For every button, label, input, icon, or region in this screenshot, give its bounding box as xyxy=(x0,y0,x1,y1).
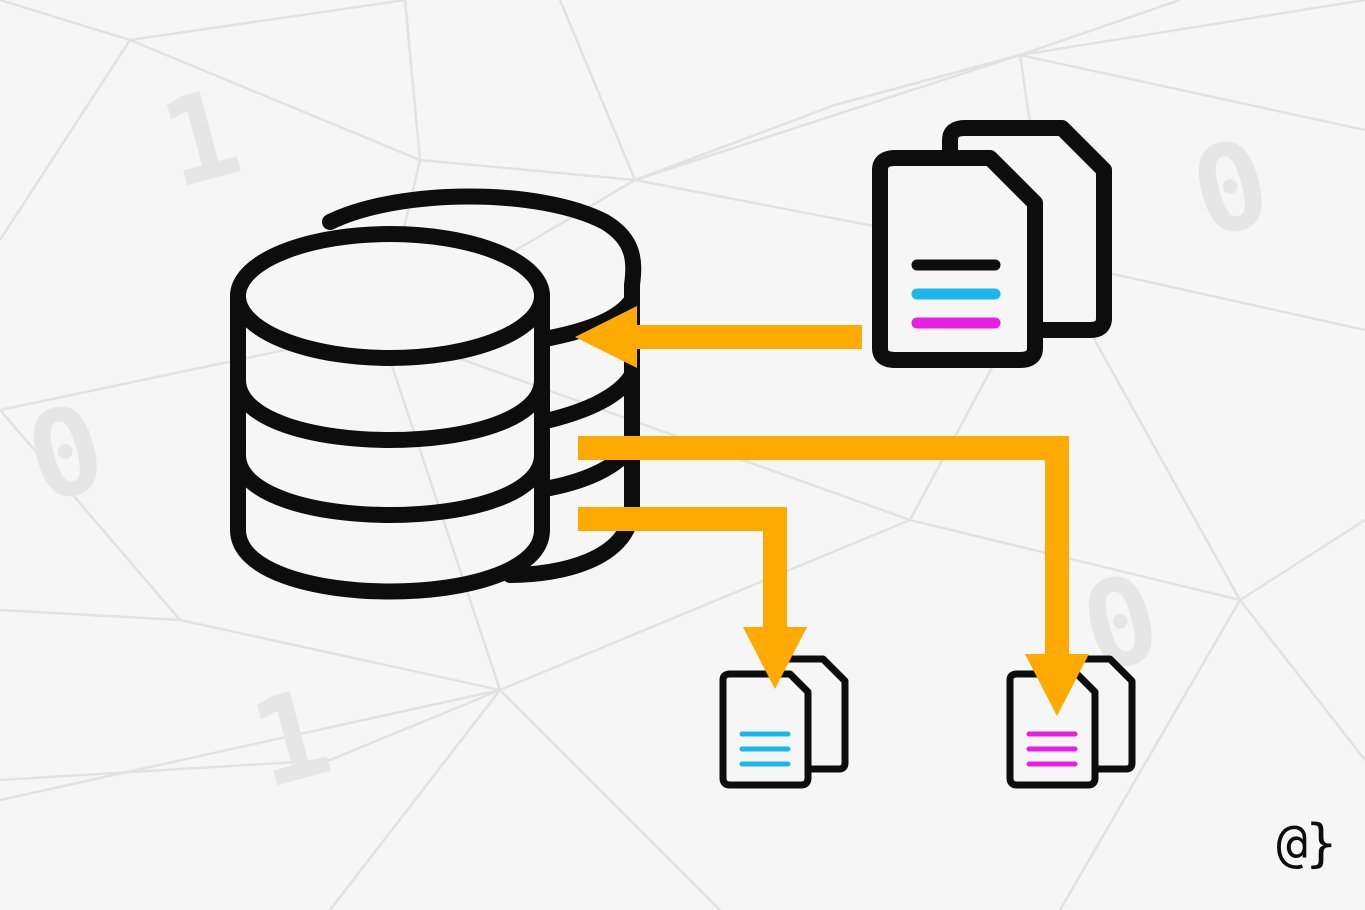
database-front-stack xyxy=(230,226,550,600)
arrow-to-cyan-documents xyxy=(578,507,807,689)
arrow-to-magenta-documents xyxy=(578,436,1089,716)
database-icon xyxy=(230,188,642,600)
arrow-into-database xyxy=(575,306,862,368)
brand-logo: @} xyxy=(1276,814,1337,874)
output-documents-cyan-icon xyxy=(719,655,849,789)
source-documents-icon xyxy=(872,120,1112,368)
output-documents-magenta-icon xyxy=(1006,655,1136,789)
